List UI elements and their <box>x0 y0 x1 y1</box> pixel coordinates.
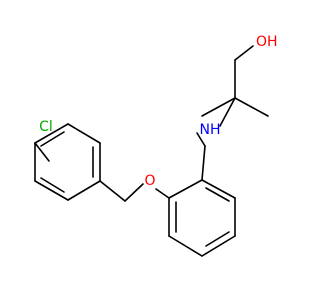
atom-labels: OH NH O Cl <box>39 34 277 189</box>
molecule-structure-diagram: OH NH O Cl <box>34 34 278 257</box>
ring2-bond-4 <box>168 235 203 257</box>
bond-cq-n <box>219 97 236 127</box>
ring1-bond-6 <box>67 180 101 201</box>
bond-ch2-oh <box>234 45 254 61</box>
bond-ring-cl <box>34 142 50 162</box>
ring2-inner-1 <box>205 187 230 202</box>
atom-label-cl: Cl <box>39 119 53 135</box>
ring2-bond-3 <box>201 235 236 257</box>
ring1-inner-2 <box>40 131 65 147</box>
atom-label-o: O <box>144 173 155 189</box>
ring2-inner-2 <box>205 231 230 247</box>
bond-cq-methyl-2 <box>234 97 269 117</box>
ring1-inner-3 <box>40 177 65 193</box>
ring1-bond-2 <box>67 123 101 144</box>
bond-ring-o <box>155 188 170 199</box>
bond-n-ch2 <box>196 132 206 147</box>
atom-label-nh: NH <box>200 122 221 138</box>
bond-lines <box>34 45 269 257</box>
bond-o-ch2 <box>124 183 144 202</box>
bond-ch2-ring <box>201 145 206 181</box>
ring1-bond-3 <box>34 123 69 144</box>
atom-label-oh: OH <box>256 34 278 50</box>
ring2-bond-1 <box>201 179 236 199</box>
ring1-bond-5 <box>34 180 69 201</box>
bond-cq-methyl-1 <box>201 97 236 117</box>
ring2-bond-6 <box>168 179 203 199</box>
bond-ch2-ring1 <box>99 180 126 202</box>
